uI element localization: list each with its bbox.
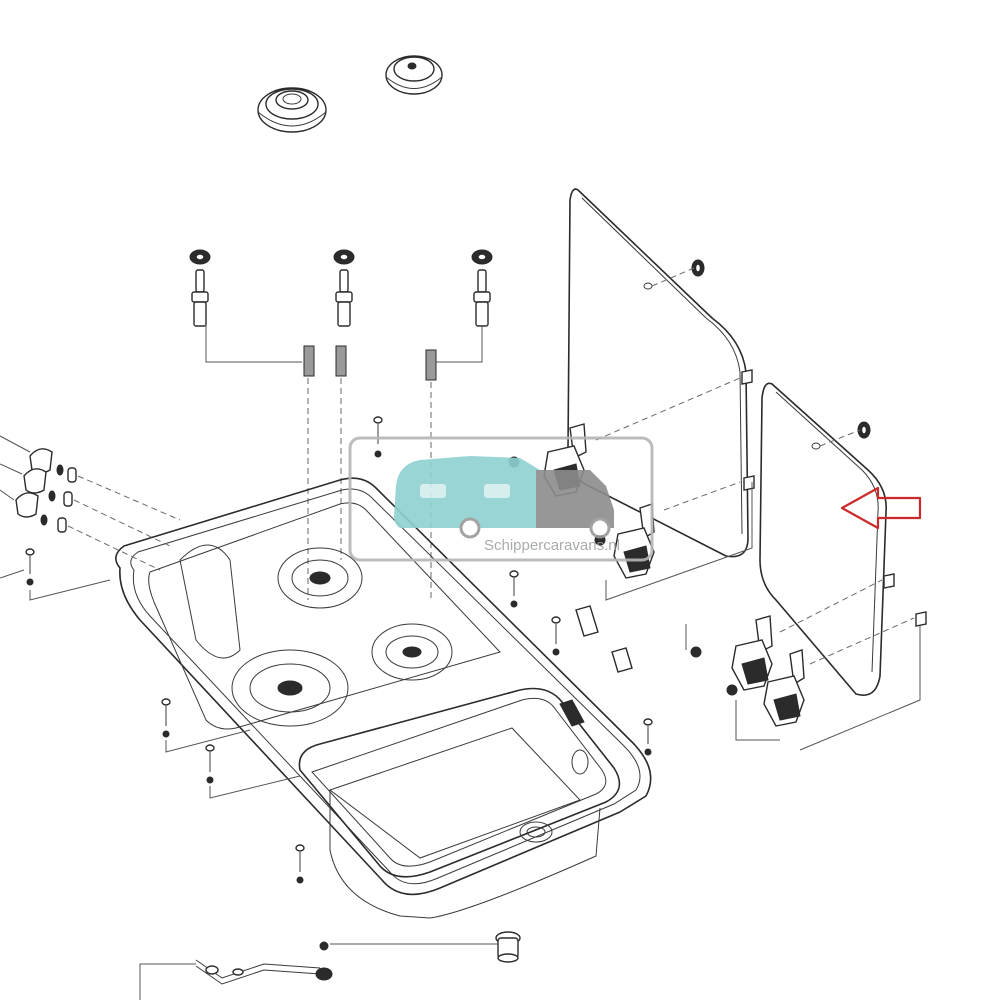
hob-sink-combination: [115, 477, 652, 919]
burner-cap-large: [257, 87, 327, 133]
watermark: Schippercaravans.nl: [348, 436, 654, 562]
watermark-caravan-icon: [394, 456, 540, 528]
fixing-screws: [0, 416, 653, 884]
highlight-arrow: [840, 486, 922, 530]
glass-lid-left: [567, 188, 749, 558]
control-knobs: [0, 435, 181, 571]
burner-cap-small: [385, 55, 443, 95]
ignition-electrodes: [189, 249, 493, 600]
watermark-van-icon: [536, 470, 614, 528]
gas-pipe: [139, 959, 333, 1000]
watermark-text: Schippercaravans.nl: [484, 537, 620, 554]
drain-plug: [319, 931, 521, 963]
watermark-frame: [348, 436, 654, 562]
glass-lid-right: [759, 382, 887, 696]
